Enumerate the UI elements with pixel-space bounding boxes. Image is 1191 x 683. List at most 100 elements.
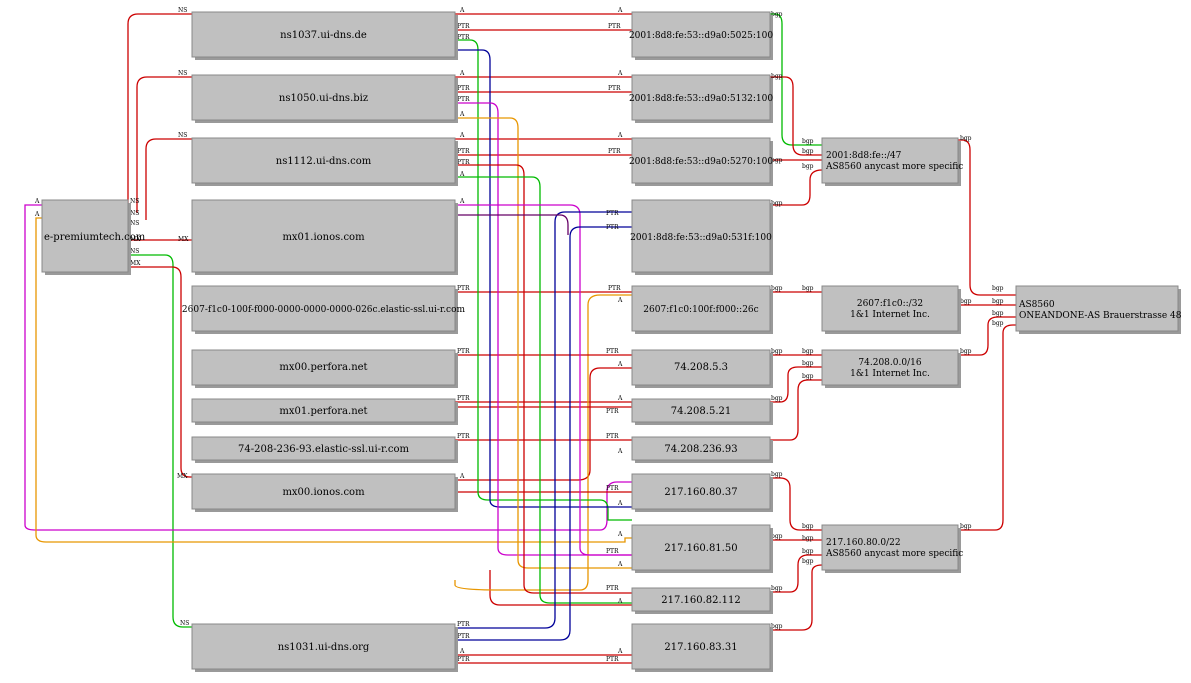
label-ptr: PTR [457,633,470,640]
node-ip26c[interactable]: 2607:f1c0:100f:f000::26c [631,285,773,334]
node-prefix-74[interactable]: 74.208.0.0/16 1&1 Internet Inc. [821,349,961,388]
node-ip7453[interactable]: 74.208.5.3 [631,349,773,388]
label-bgp: bgp [802,548,814,555]
label-bgp: bgp [771,533,783,540]
edge-bgp-8037 [770,477,822,531]
label-bgp: bgp [992,285,1004,292]
label-bgp: bgp [802,148,814,155]
label-mx: MX [130,236,141,243]
node-ns1031[interactable]: ns1031.ui-dns.org [191,623,458,672]
node-prefix-217[interactable]: 217.160.80.0/22 AS8560 anycast more spec… [821,524,963,573]
label-bgp: bgp [992,310,1004,317]
label-bgp: bgp [960,135,972,142]
label-a: A [459,132,465,139]
node-label: 74.208.0.0/16 [858,358,921,368]
edge-bgp-pfx217-as [958,324,1016,531]
node-label: ns1031.ui-dns.org [278,642,370,653]
label-a: A [459,473,465,480]
node-label: ns1037.ui-dns.de [280,30,367,41]
label-ptr: PTR [608,85,621,92]
label-ptr: PTR [606,210,619,217]
label-bgp: bgp [802,360,814,367]
edge-bgp-pfx2001-as [958,139,1016,296]
label-ptr: PTR [606,485,619,492]
node-label: mx00.ionos.com [282,487,365,498]
edge-blue-ns1031-a [455,211,632,629]
label-a: A [617,297,623,304]
node-ip74521[interactable]: 74.208.5.21 [631,398,773,425]
label-a: A [617,500,623,507]
node-label: 2001:8d8:fe:53::d9a0:5132:100 [629,94,773,104]
label-a: A [617,395,623,402]
node-ns1050[interactable]: ns1050.ui-dns.biz [191,74,458,123]
label-ns: NS [180,620,189,627]
node-mx00ionos[interactable]: mx00.ionos.com [191,473,458,512]
label-mx: MX [130,260,141,267]
label-bgp: bgp [802,558,814,565]
node-elastic2607[interactable]: 2607-f1c0-100f-f000-0000-0000-0000-026c.… [182,285,466,334]
label-bgp: bgp [960,523,972,530]
node-ip531f[interactable]: 2001:8d8:fe:53::d9a0:531f:100 [630,199,773,275]
node-ip8150[interactable]: 217.160.81.50 [631,524,773,573]
node-label: 74.208.5.21 [671,406,731,417]
node-ip5270[interactable]: 2001:8d8:fe:53::d9a0:5270:100 [629,137,773,186]
label-ptr: PTR [606,433,619,440]
node-label: 217.160.82.112 [661,595,741,606]
label-ptr: PTR [457,656,470,663]
node-elastic74[interactable]: 74-208-236-93.elastic-ssl.ui-r.com [191,436,458,463]
edge-mx-mx00ionos [128,266,192,478]
node-label: 217.160.81.50 [664,543,737,554]
label-ptr: PTR [457,348,470,355]
label-a: A [617,132,623,139]
edge-bgp-74236 [770,379,822,441]
edge-red-ns1112 [455,164,632,594]
node-as8560[interactable]: AS8560 ONEANDONE-AS Brauerstrasse 48 [1015,285,1182,334]
node-label: 2001:8d8:fe:53::d9a0:5270:100 [629,157,773,167]
node-prefix-2001[interactable]: 2001:8d8:fe::/47 AS8560 anycast more spe… [821,137,963,186]
node-label: 74.208.5.3 [674,362,728,373]
node-label: 1&1 Internet Inc. [850,369,930,379]
node-label: 2607-f1c0-100f-f000-0000-0000-0000-026c.… [182,305,466,315]
node-ip8037[interactable]: 217.160.80.37 [631,473,773,512]
edge-purple-mx01ionos [455,214,569,235]
node-mx00perfora[interactable]: mx00.perfora.net [191,349,458,388]
node-ns1112[interactable]: ns1112.ui-dns.com [191,137,458,186]
label-a: A [617,7,623,14]
label-ptr: PTR [606,224,619,231]
label-a: A [459,7,465,14]
node-label: 217.160.83.31 [664,642,737,653]
label-bgp: bgp [771,585,783,592]
node-domain[interactable]: e-premiumtech.com [41,199,146,275]
node-label: AS8560 [1018,300,1055,310]
node-label: AS8560 anycast more specific [825,162,963,172]
label-bgp: bgp [771,285,783,292]
edge-ns-ns1112 [145,138,192,220]
edge-green-ns1112 [455,176,632,604]
label-ptr: PTR [457,85,470,92]
node-ip74236[interactable]: 74.208.236.93 [631,436,773,463]
label-bgp: bgp [802,163,814,170]
node-mx01perfora[interactable]: mx01.perfora.net [191,398,458,425]
node-label: ns1112.ui-dns.com [276,156,372,167]
edge-labels: NS NS NS NS NS NS MX MX NS MX MX NS A A … [34,7,1004,663]
label-bgp: bgp [771,11,783,18]
node-ns1037[interactable]: ns1037.ui-dns.de [191,11,458,60]
label-ns: NS [178,132,187,139]
label-ptr: PTR [457,148,470,155]
edge-ns-ns1031 [128,254,192,628]
label-mx: MX [177,473,188,480]
node-prefix-2607[interactable]: 2607:f1c0::/32 1&1 Internet Inc. [821,285,961,334]
node-ip8331[interactable]: 217.160.83.31 [631,623,773,672]
node-mx01ionos[interactable]: mx01.ionos.com [191,199,458,275]
node-ip82112[interactable]: 217.160.82.112 [631,587,773,614]
node-label: 2607:f1c0::/32 [857,299,923,309]
label-ptr: PTR [457,395,470,402]
label-ns: NS [130,210,139,217]
node-ip5132[interactable]: 2001:8d8:fe:53::d9a0:5132:100 [629,74,773,123]
label-ptr: PTR [457,433,470,440]
label-ptr: PTR [606,656,619,663]
edge-magenta-ns1050 [455,102,632,556]
node-ip5025[interactable]: 2001:8d8:fe:53::d9a0:5025:100 [629,11,773,60]
label-ptr: PTR [608,285,621,292]
edge-bgp-5132 [770,76,822,156]
